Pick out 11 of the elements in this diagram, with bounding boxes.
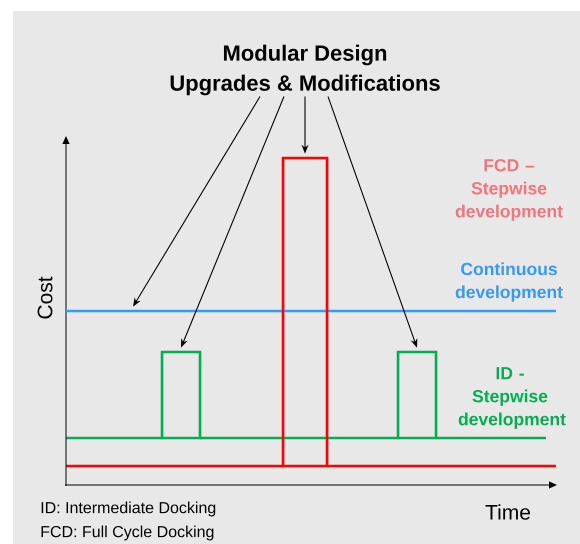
footnote-text: FCD: Full Cycle Docking	[42, 526, 214, 540]
footnote-text: ID: Intermediate Docking	[42, 502, 216, 516]
curve-label: Continuous development	[456, 262, 563, 302]
pulse	[396, 350, 438, 440]
curve-label: FCD – Stepwise development	[456, 159, 563, 221]
pulse	[282, 156, 328, 468]
pulse	[160, 350, 202, 440]
heading-text: Modular Design Upgrades & Modifications	[170, 44, 440, 96]
axis-label: Time	[486, 504, 530, 520]
curve-label: ID - Stepwise development	[458, 367, 566, 429]
cost-line	[64, 310, 558, 312]
